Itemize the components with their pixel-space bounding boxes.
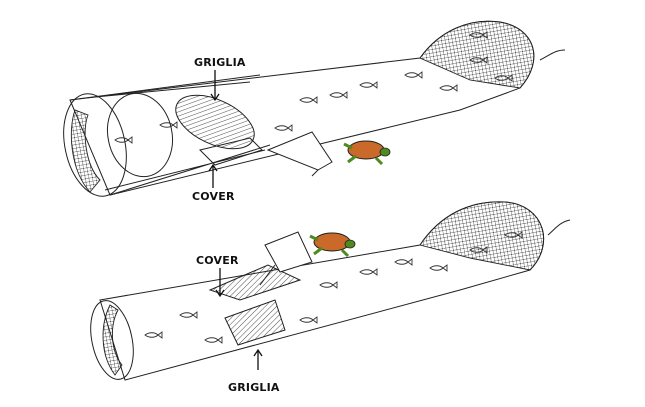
top-grid-arrow xyxy=(210,70,220,102)
top-trawl-net xyxy=(63,20,566,197)
bottom-grid-label: GRIGLIA xyxy=(228,381,280,394)
top-ray xyxy=(266,131,333,171)
bottom-cover-arrow xyxy=(215,268,225,298)
top-cover-arrow xyxy=(208,163,218,188)
bottom-trawl-net xyxy=(90,201,571,381)
bottom-cover-label: COVER xyxy=(196,254,239,267)
top-turtle xyxy=(343,140,391,166)
top-grid-label: GRIGLIA xyxy=(194,56,246,69)
top-cover-flap xyxy=(199,137,263,166)
bottom-grid-arrow xyxy=(253,348,263,370)
top-cover-label: COVER xyxy=(192,190,235,203)
bottom-grid xyxy=(224,299,286,346)
bottom-cover-flap xyxy=(208,264,302,301)
bottom-ray xyxy=(264,231,313,273)
top-grid xyxy=(175,94,255,150)
bottom-turtle xyxy=(309,232,356,258)
